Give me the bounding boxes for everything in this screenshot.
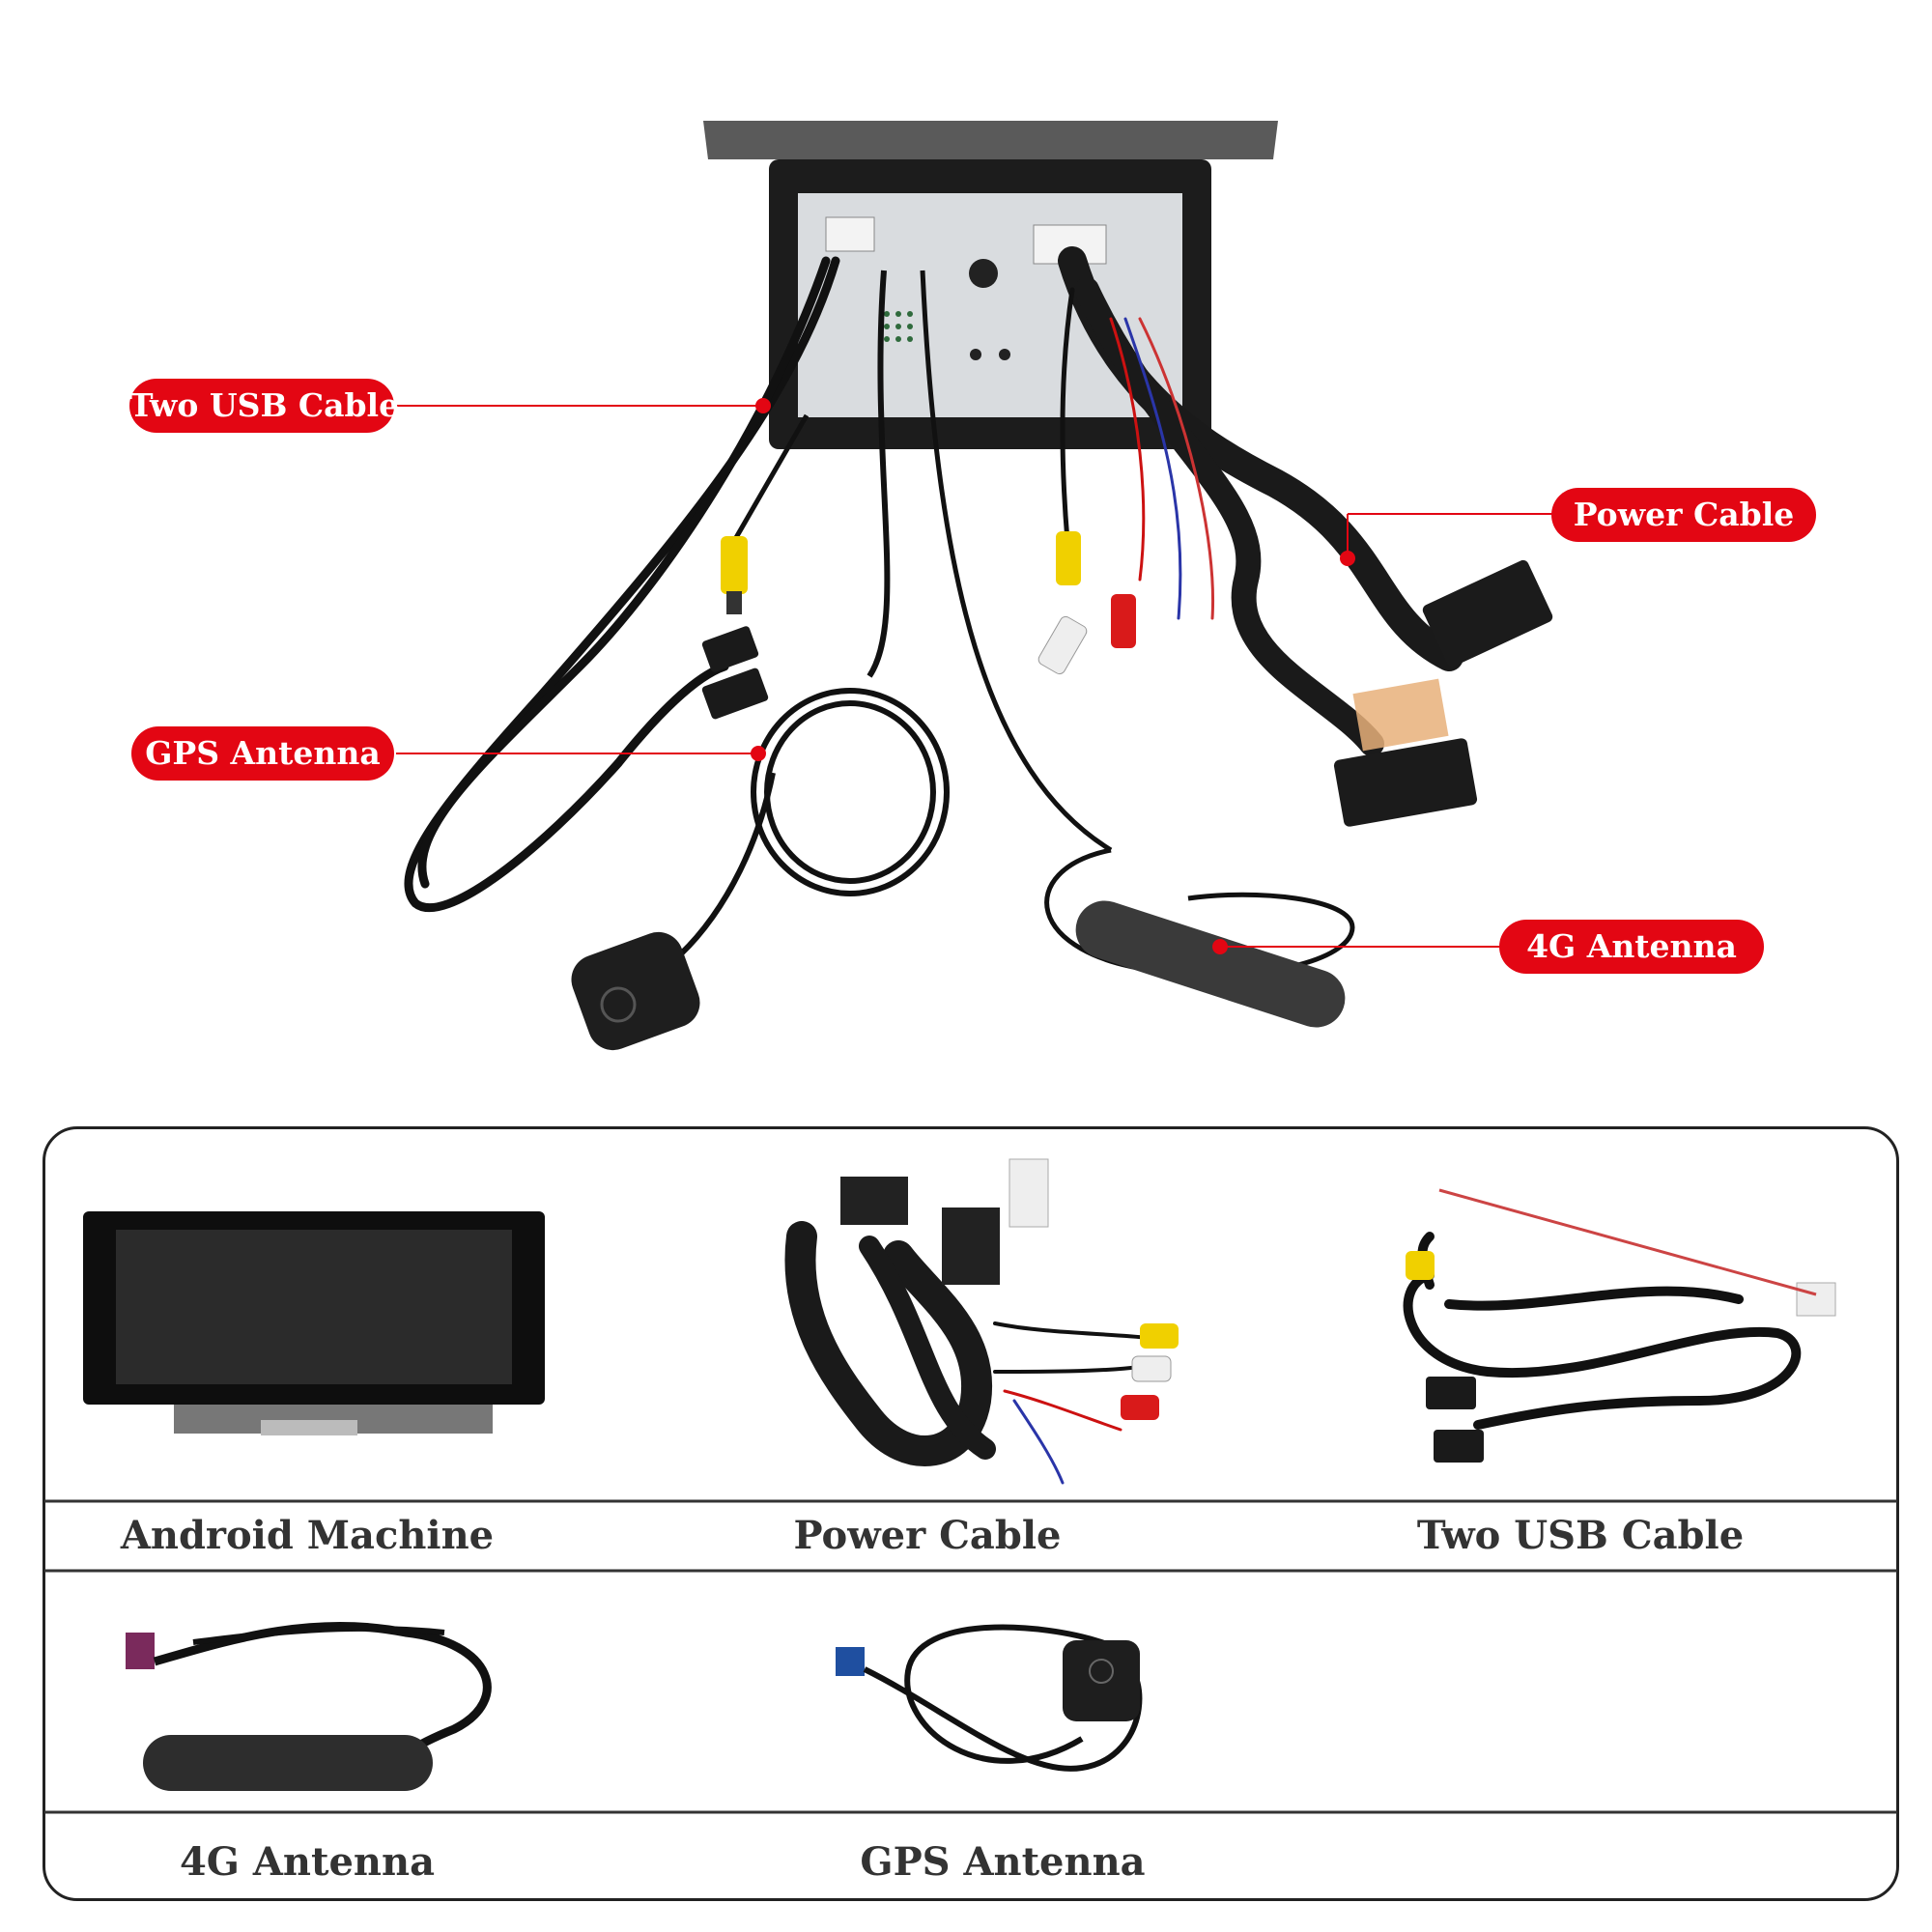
usb-plug [701, 626, 769, 720]
usb-red-wire [1438, 1188, 1817, 1296]
head-unit-wiring-illustration [396, 121, 1555, 1051]
package-contents-panel [43, 1126, 1899, 1901]
usb-plug-1 [1426, 1377, 1476, 1409]
label-android-machine: Android Machine [120, 1513, 495, 1558]
power-rca-white [1131, 1355, 1172, 1382]
power-rca-yellow [1140, 1323, 1179, 1349]
android-machine-image [83, 1211, 545, 1435]
callout-gps-antenna: GPS Antenna [131, 726, 394, 781]
antenna-4g-body [1075, 900, 1346, 1028]
usb-connector-white [1796, 1282, 1836, 1317]
antenna-4g-image [126, 1621, 492, 1791]
panel-dividers [44, 1499, 1897, 1814]
label-gps-antenna: GPS Antenna [860, 1839, 1146, 1885]
callout-4g-antenna: 4G Antenna [1499, 920, 1764, 974]
power-cable-harness [1058, 246, 1463, 756]
callout-leaders [396, 398, 1555, 954]
power-rca-red [1121, 1395, 1159, 1420]
label-two-usb-cable: Two USB Cable [1416, 1513, 1745, 1558]
callout-two-usb-cable: Two USB Cable [129, 379, 399, 433]
power-cable-image [784, 1158, 1151, 1485]
gps-antenna-puck [571, 931, 700, 1051]
label-power-cable: Power Cable [793, 1513, 1062, 1558]
callout-power-cable: Power Cable [1551, 488, 1816, 542]
gps-antenna-image [836, 1624, 1143, 1772]
rca-plug-yellow-left [721, 413, 810, 614]
rca-plugs-right [1037, 531, 1136, 675]
label-4g-antenna: 4G Antenna [179, 1839, 436, 1885]
power-connectors [1333, 559, 1553, 827]
usb-plug-2 [1434, 1430, 1484, 1463]
usb-rca-yellow [1406, 1251, 1435, 1280]
